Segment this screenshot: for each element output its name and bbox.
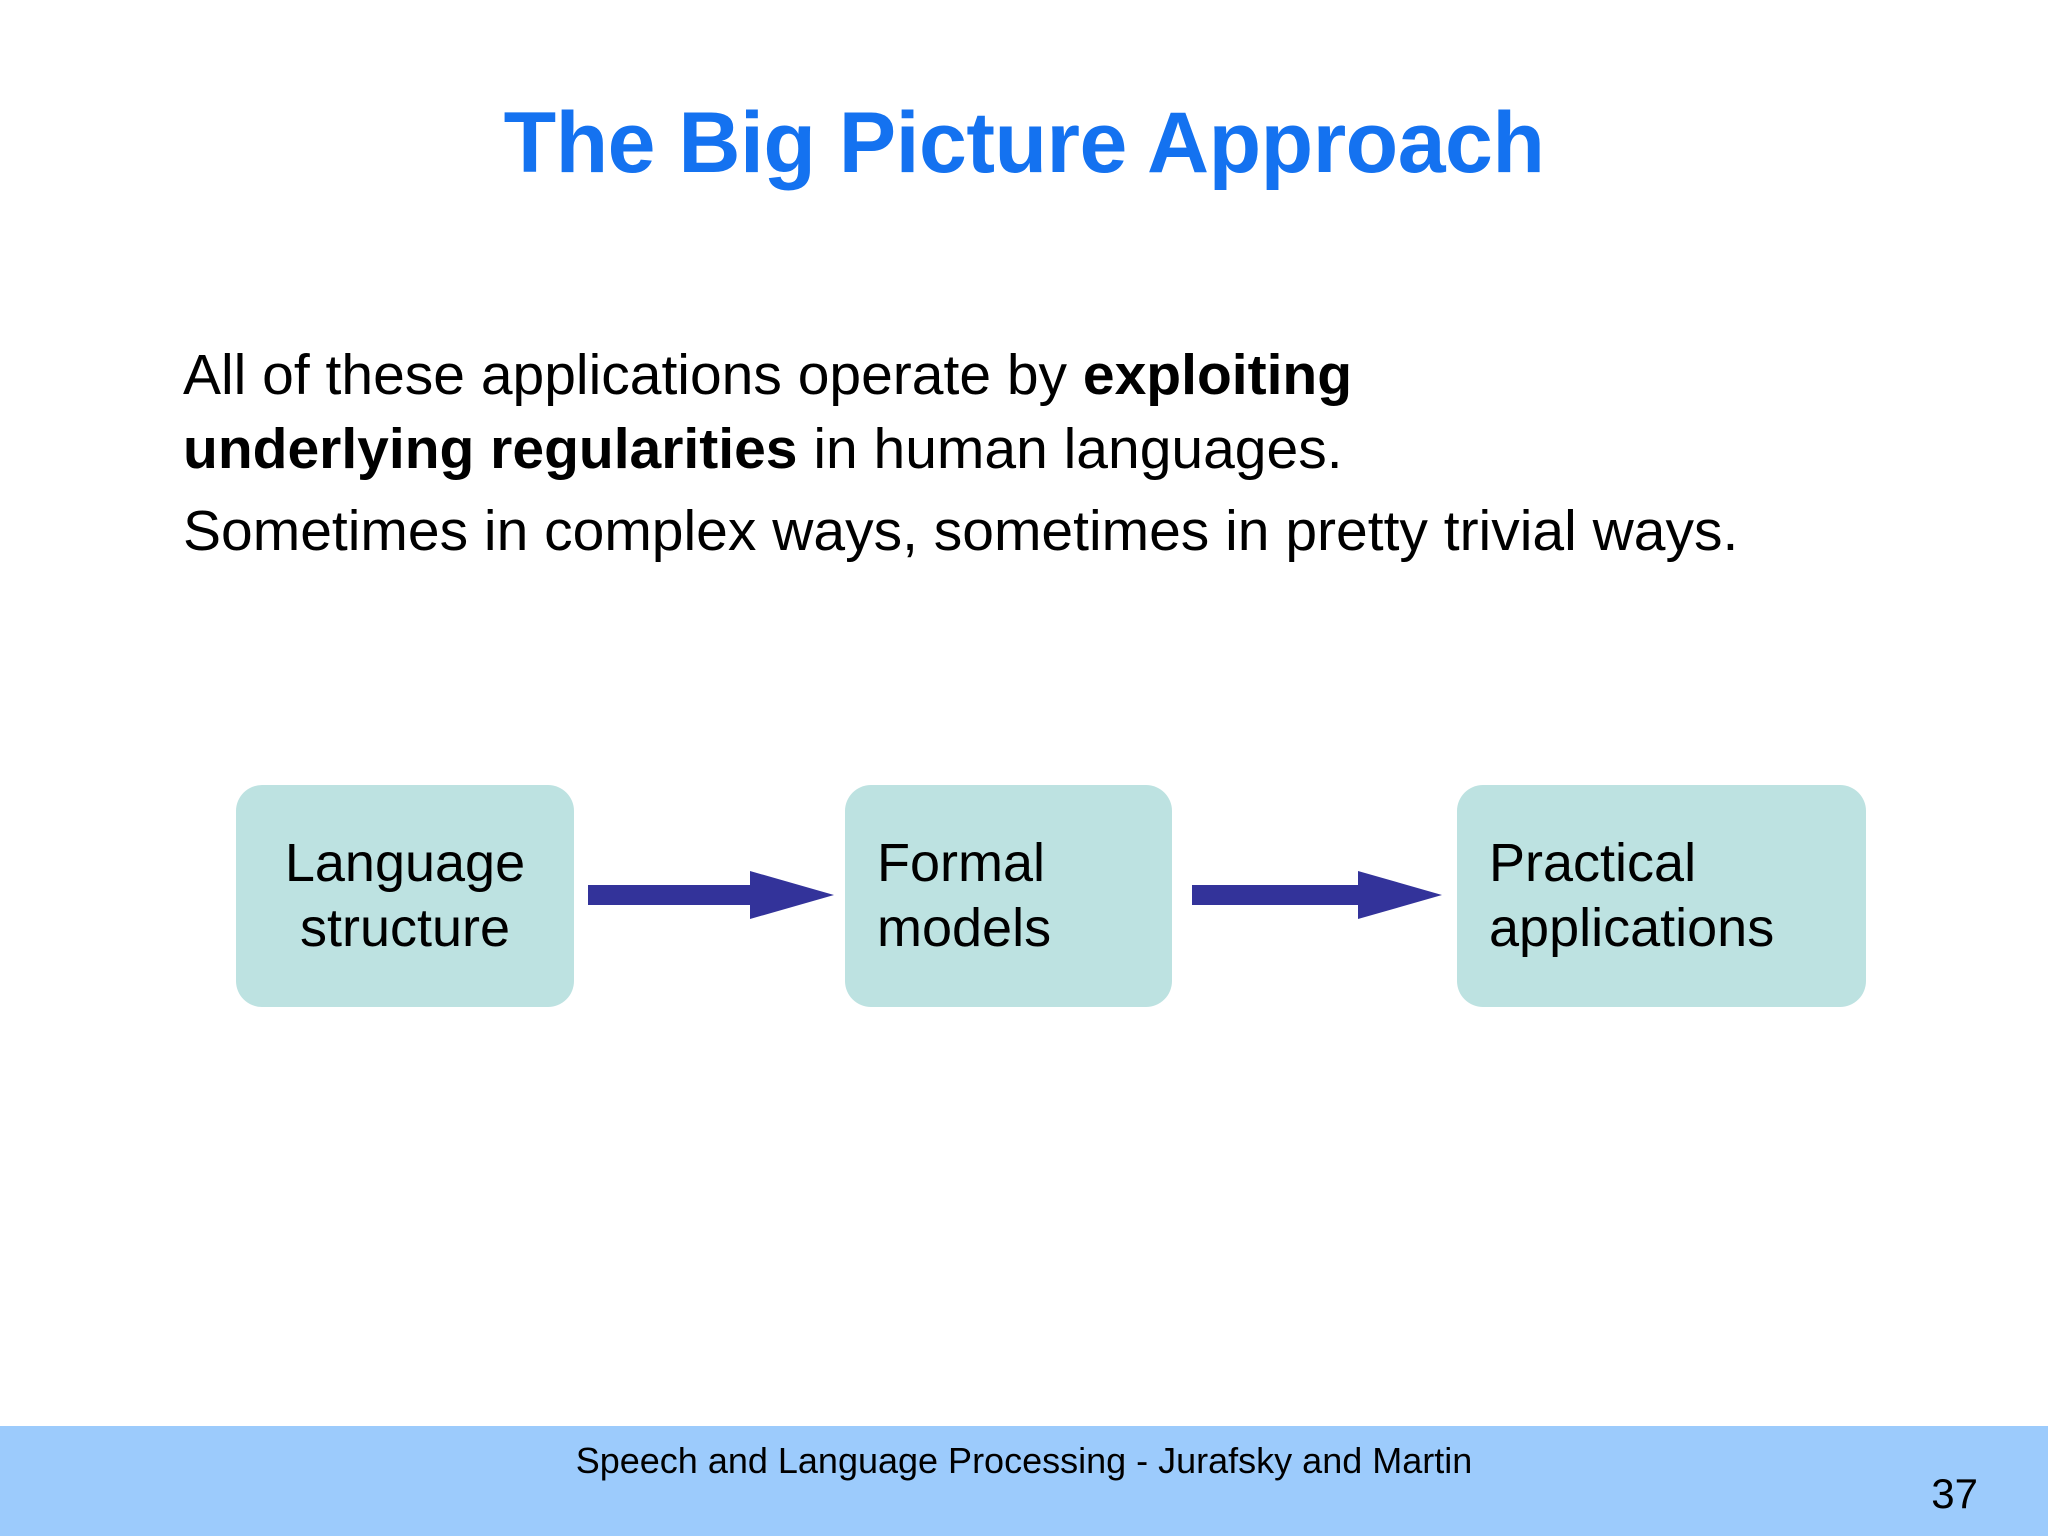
body-paragraph-1-segment-2-bold: exploiting underlying regularities <box>183 343 1353 482</box>
body-text: All of these applications operate by exp… <box>183 338 1943 576</box>
body-paragraph-2-segment-1: Sometimes in complex ways, sometimes in … <box>183 499 1739 564</box>
page-number: 37 <box>1931 1470 1978 1517</box>
flow-box-label-line-1: Language <box>284 833 526 894</box>
flow-box-label-line-2: structure <box>299 898 511 958</box>
body-paragraph-2: Sometimes in complex ways, sometimes in … <box>183 494 1913 568</box>
flow-box-label-line-2: models <box>877 898 1052 958</box>
flow-box-label: Language structure <box>252 831 558 961</box>
body-paragraph-1: All of these applications operate by exp… <box>183 338 1643 486</box>
flow-box-practical-applications[interactable]: Practical applications <box>1457 785 1866 1007</box>
flow-box-label-line-1: Formal <box>877 833 1046 894</box>
flow-box-formal-models[interactable]: Formal models <box>845 785 1172 1007</box>
flow-box-label-line-2: applications <box>1489 898 1775 958</box>
flow-box-label: Practical applications <box>1489 831 1846 961</box>
flow-box-label-line-1: Practical <box>1489 833 1697 894</box>
flow-arrow-right-icon <box>1192 869 1442 921</box>
flow-arrow-right-icon <box>588 869 834 921</box>
flow-box-language-structure[interactable]: Language structure <box>236 785 574 1007</box>
footer-credit: Speech and Language Processing - Jurafsk… <box>575 1440 1473 1481</box>
flow-diagram: Language structure Formal models Practic… <box>236 785 1866 1013</box>
flow-box-label: Formal models <box>877 831 1152 961</box>
body-paragraph-1-segment-3: in human languages. <box>797 417 1343 482</box>
slide-title: The Big Picture Approach <box>503 95 1545 191</box>
footer-bar: Speech and Language Processing - Jurafsk… <box>0 1426 2048 1536</box>
body-paragraph-1-segment-1: All of these applications operate by <box>183 343 1083 407</box>
